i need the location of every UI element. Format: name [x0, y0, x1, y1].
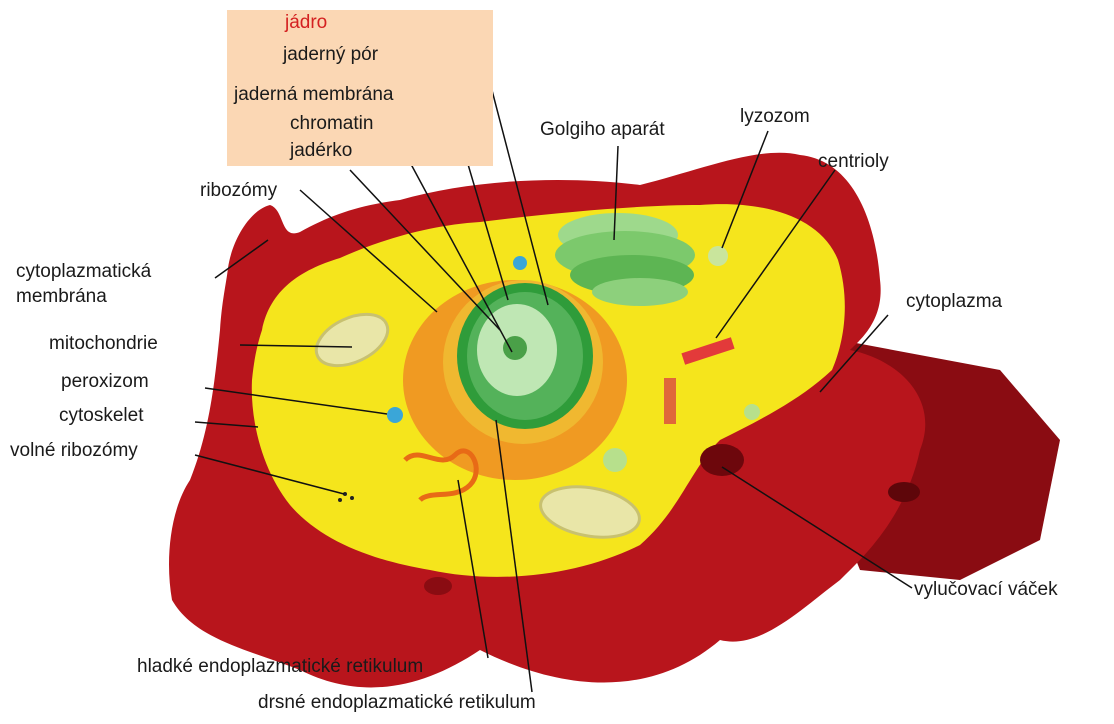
label-jaderny-por: jaderný pór — [283, 44, 378, 66]
label-cyto-membrana-2: membrána — [16, 286, 107, 308]
label-golgi: Golgiho aparát — [540, 119, 665, 141]
label-cytoskelet: cytoskelet — [59, 405, 143, 427]
label-jadro: jádro — [285, 12, 327, 34]
label-chromatin: chromatin — [290, 113, 373, 135]
label-jaderna-membrana: jaderná membrána — [234, 84, 393, 106]
vesicle — [603, 448, 627, 472]
label-vylucovaci-vacek: vylučovací váček — [914, 579, 1058, 601]
label-jaderko: jadérko — [290, 140, 352, 162]
label-mitochondrie: mitochondrie — [49, 333, 158, 355]
chromatin — [503, 336, 527, 360]
label-ribozomy: ribozómy — [200, 180, 277, 202]
lysosome — [708, 246, 728, 266]
label-cytoplazma: cytoplazma — [906, 291, 1002, 313]
label-drsne-er: drsné endoplazmatické retikulum — [258, 692, 536, 714]
label-cyto-membrana-1: cytoplazmatická — [16, 261, 151, 283]
vesicle — [744, 404, 760, 420]
peroxisome — [513, 256, 527, 270]
label-volne-ribozomy: volné ribozómy — [10, 440, 138, 462]
membrane-pit — [424, 577, 452, 595]
membrane-pit — [888, 482, 920, 502]
label-hladke-er: hladké endoplazmatické retikulum — [137, 656, 423, 678]
secretory-vesicle — [700, 444, 744, 476]
label-lyzozom: lyzozom — [740, 106, 810, 128]
label-centrioly: centrioly — [818, 151, 889, 173]
peroxisome — [387, 407, 403, 423]
label-peroxizom: peroxizom — [61, 371, 149, 393]
